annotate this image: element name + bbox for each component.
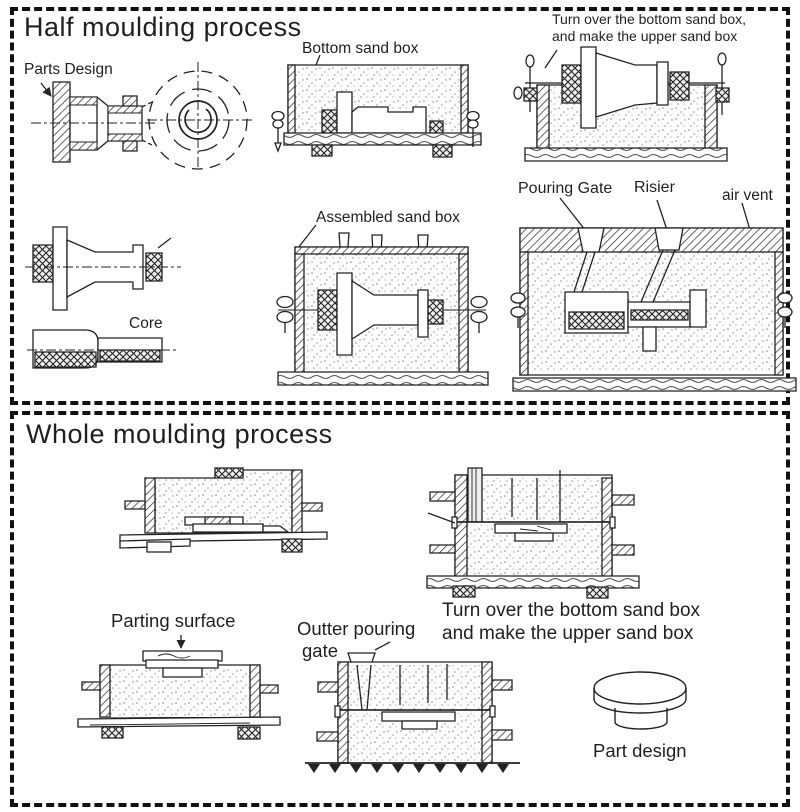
bottom-sand-box-label: Bottom sand box [302, 40, 419, 57]
turn-over-label-line2: and make the upper sand box [552, 28, 738, 44]
assembled-sand-box-label: Assembled sand box [316, 209, 460, 226]
core-label: Core [129, 315, 163, 332]
whole-moulding-panel [10, 411, 790, 807]
whole-panel-title: Whole moulding process [26, 419, 333, 449]
turn-over-label-line1: Turn over the bottom sand box, [552, 11, 747, 27]
whole-stacked-sand-boxes-figure [425, 450, 640, 600]
core-figure [25, 322, 180, 377]
riser-label: Risier [634, 179, 675, 196]
turned-over-sand-box-figure [505, 40, 735, 165]
pouring-gate-label: Pouring Gate [518, 180, 613, 197]
half-moulding-panel [10, 7, 790, 405]
turn-over-whole-label-line2: and make the upper sand box [442, 623, 694, 644]
outer-pouring-gate-mold-figure [295, 630, 535, 773]
half-panel-title: Half moulding process [24, 12, 302, 42]
parts-design-label: Parts Design [24, 61, 113, 78]
outer-pouring-gate-label-line1: Outter pouring [297, 618, 416, 639]
parts-design-side-view-figure [25, 55, 160, 170]
outer-pouring-gate-label-line2: gate [302, 640, 339, 661]
part-design-label: Part design [593, 740, 687, 761]
whole-bottom-sand-box-figure [110, 460, 340, 565]
complete-mold-figure [505, 195, 800, 400]
parting-surface-box-figure [70, 635, 295, 745]
assembled-sand-box-figure [258, 205, 493, 395]
parts-design-front-view-figure [145, 58, 260, 170]
ground-hatch-marks [308, 764, 509, 773]
part-design-figure [585, 660, 700, 740]
turn-over-whole-label-line1: Turn over the bottom sand box [442, 600, 701, 621]
air-vent-label: air vent [722, 187, 773, 204]
parting-surface-label: Parting surface [111, 610, 236, 631]
bottom-sand-box-figure [240, 55, 485, 167]
part-with-core-prints-figure [25, 218, 185, 318]
